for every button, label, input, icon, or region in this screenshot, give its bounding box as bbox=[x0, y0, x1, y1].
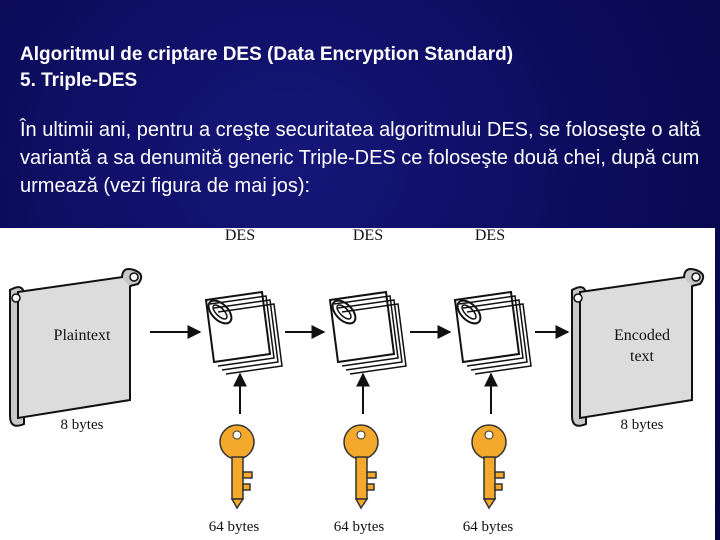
key-size-label-2: 64 bytes bbox=[334, 519, 385, 535]
key-icon-2 bbox=[343, 424, 379, 509]
encoded-label-line-1: Encoded bbox=[614, 327, 670, 344]
encoded-size-label: 8 bytes bbox=[621, 417, 664, 433]
encoded-label-line-2: text bbox=[630, 348, 655, 365]
des-block-2-icon bbox=[327, 291, 407, 375]
title-line-2: 5. Triple-DES bbox=[20, 70, 138, 91]
plaintext-label: Plaintext bbox=[54, 327, 111, 344]
plaintext-scroll-icon bbox=[9, 268, 143, 427]
key-icon-3 bbox=[471, 424, 507, 509]
title-line-1: Algoritmul de criptare DES (Data Encrypt… bbox=[20, 44, 514, 65]
des-block-3-icon bbox=[452, 291, 532, 375]
slide-title: Algoritmul de criptare DES (Data Encrypt… bbox=[20, 42, 700, 94]
plaintext-size-label: 8 bytes bbox=[61, 417, 104, 433]
des-label-2: DES bbox=[353, 228, 383, 244]
triple-des-figure: DES DES DES Plaintext Encoded text bbox=[0, 228, 715, 540]
key-icon-1 bbox=[219, 424, 255, 509]
des-label-1: DES bbox=[225, 228, 255, 244]
des-label-3: DES bbox=[475, 228, 505, 244]
slide-paragraph: În ultimii ani, pentru a creşte securita… bbox=[20, 119, 701, 197]
des-block-1-icon bbox=[203, 291, 283, 375]
key-size-label-3: 64 bytes bbox=[463, 519, 514, 535]
key-size-label-1: 64 bytes bbox=[209, 519, 260, 535]
triple-des-diagram: DES DES DES Plaintext Encoded text bbox=[9, 228, 705, 535]
